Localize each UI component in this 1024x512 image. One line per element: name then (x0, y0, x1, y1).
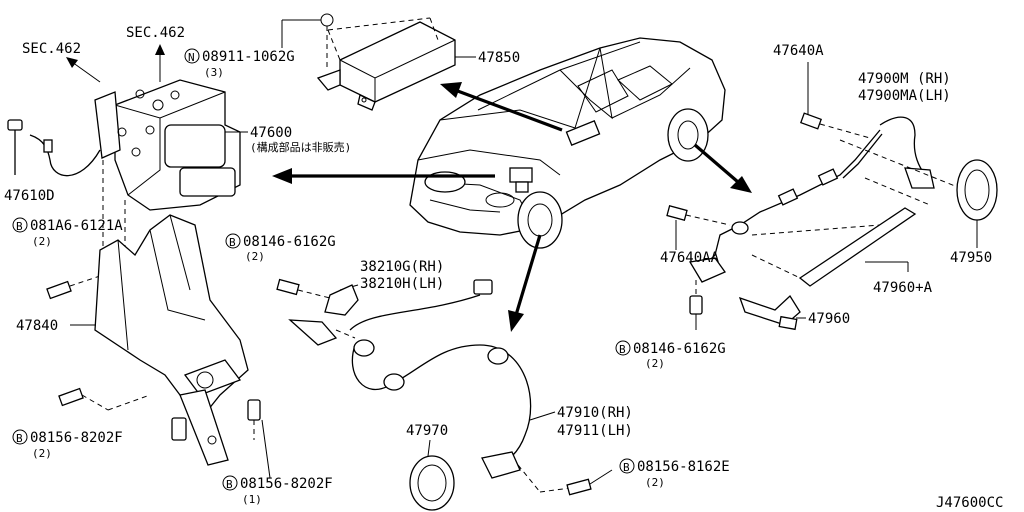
arrow-head (440, 82, 462, 98)
bolt-b-marker: B (16, 432, 23, 445)
rear-sensor-47900: 47640A 47900M (RH) 47900MA(LH) 47640AA (660, 43, 961, 283)
arrow-right-icon (693, 143, 740, 184)
clip-47960: 47960 (738, 294, 850, 331)
arrow-head (272, 168, 292, 184)
bolt-b-marker: B (619, 343, 626, 356)
bolt-08146-top: B 08146-6162G (2) (225, 233, 336, 299)
bolt-08146-top-qty: (2) (245, 250, 265, 263)
sensor-ring-47950: 47950 (950, 159, 998, 266)
arrow-right-icon (514, 234, 542, 316)
bolt-08146-right-label: 08146-6162G (633, 341, 726, 357)
bolt-b-icon (225, 233, 241, 249)
wire-38210: 38210G(RH) 38210H(LH) (288, 259, 493, 346)
nut-08911-qty: (3) (204, 66, 224, 79)
sensor-ring-47970: 47970 (406, 423, 455, 511)
unit-47850-label: 47850 (478, 50, 520, 66)
bolt-b-marker: B (226, 478, 233, 491)
bolt-08156-8162e-qty: (2) (645, 476, 665, 489)
sec462-top-label: SEC.462 (126, 25, 185, 41)
part-47640aa-label: 47640AA (660, 250, 720, 266)
bolt-b-marker: B (623, 461, 630, 474)
control-unit-47850: 47850 N 08911-1062G (3) (184, 13, 520, 111)
actuator-part-number: 47600 (250, 125, 292, 141)
vehicle-illustration (409, 37, 726, 249)
rail-47960a-label: 47960+A (873, 280, 933, 296)
rail-47960a: 47960+A (751, 207, 933, 296)
ring-47970-label: 47970 (406, 423, 448, 439)
bolt-b-icon (619, 458, 635, 474)
sensor-47900m-label: 47900M (RH) (858, 71, 951, 87)
bolt-08156-8202f-left-qty: (2) (32, 447, 52, 460)
diagram-code: J47600CC (936, 495, 1003, 511)
actuator-not-sold-note: (構成部品は非販売) (250, 140, 351, 154)
bolt-081a6-label: 081A6-6121A (30, 218, 123, 234)
sensor-47911-label: 47911(LH) (557, 423, 633, 439)
bolt-b-icon (12, 217, 28, 233)
bolt-081a6-qty: (2) (32, 235, 52, 248)
bolt-b-icon (615, 340, 631, 356)
bolt-08146-top-label: 08146-6162G (243, 234, 336, 250)
wire-38210g-label: 38210G(RH) (360, 259, 444, 275)
nut-08911-label: 08911-1062G (202, 49, 295, 65)
bracket-47840: 47840 (16, 214, 249, 466)
bolt-08156-8202f-bottom: B 08156-8202F (1) (222, 399, 333, 506)
arrow-right-icon (454, 88, 563, 132)
part-47610d-label: 47610D (4, 188, 55, 204)
abs-actuator-unit: 47600 (構成部品は非販売) (94, 79, 351, 211)
bolt-b-marker: B (229, 236, 236, 249)
arrow-head (508, 310, 524, 332)
bolt-08156-8162e: B 08156-8162E (2) (517, 458, 730, 496)
front-sensor-47910: 47910(RH) 47911(LH) (351, 339, 633, 479)
clip-47960-label: 47960 (808, 311, 850, 327)
wire-38210h-label: 38210H(LH) (360, 276, 444, 292)
sec462-pointers: SEC.462 SEC.462 (22, 25, 185, 83)
bolt-08156-8202f-left-label: 08156-8202F (30, 430, 123, 446)
bolt-08156-8202f-bottom-qty: (1) (242, 493, 262, 506)
bracket-47840-label: 47840 (16, 318, 58, 334)
arrow-head (730, 176, 752, 193)
ring-47950-label: 47950 (950, 250, 992, 266)
bolt-08156-8162e-label: 08156-8162E (637, 459, 730, 475)
sensor-47910-label: 47910(RH) (557, 405, 633, 421)
part-47640a-label: 47640A (773, 43, 824, 59)
bolt-b-marker: B (16, 220, 23, 233)
part-47610d: 47610D (4, 119, 101, 204)
sec462-left-label: SEC.462 (22, 41, 81, 57)
bolt-08146-right-qty: (2) (645, 357, 665, 370)
bolt-08146-right: B 08146-6162G (2) (615, 280, 726, 370)
bolt-08156-8202f-left: B 08156-8202F (2) (12, 387, 151, 460)
nut-n-marker: N (188, 51, 195, 64)
bolt-b-icon (222, 475, 238, 491)
sensor-47900ma-label: 47900MA(LH) (858, 88, 951, 104)
leader-arrows (272, 82, 752, 332)
bolt-b-icon (12, 429, 28, 445)
nut-n-icon (184, 48, 200, 64)
bolt-08156-8202f-bottom-label: 08156-8202F (240, 476, 333, 492)
